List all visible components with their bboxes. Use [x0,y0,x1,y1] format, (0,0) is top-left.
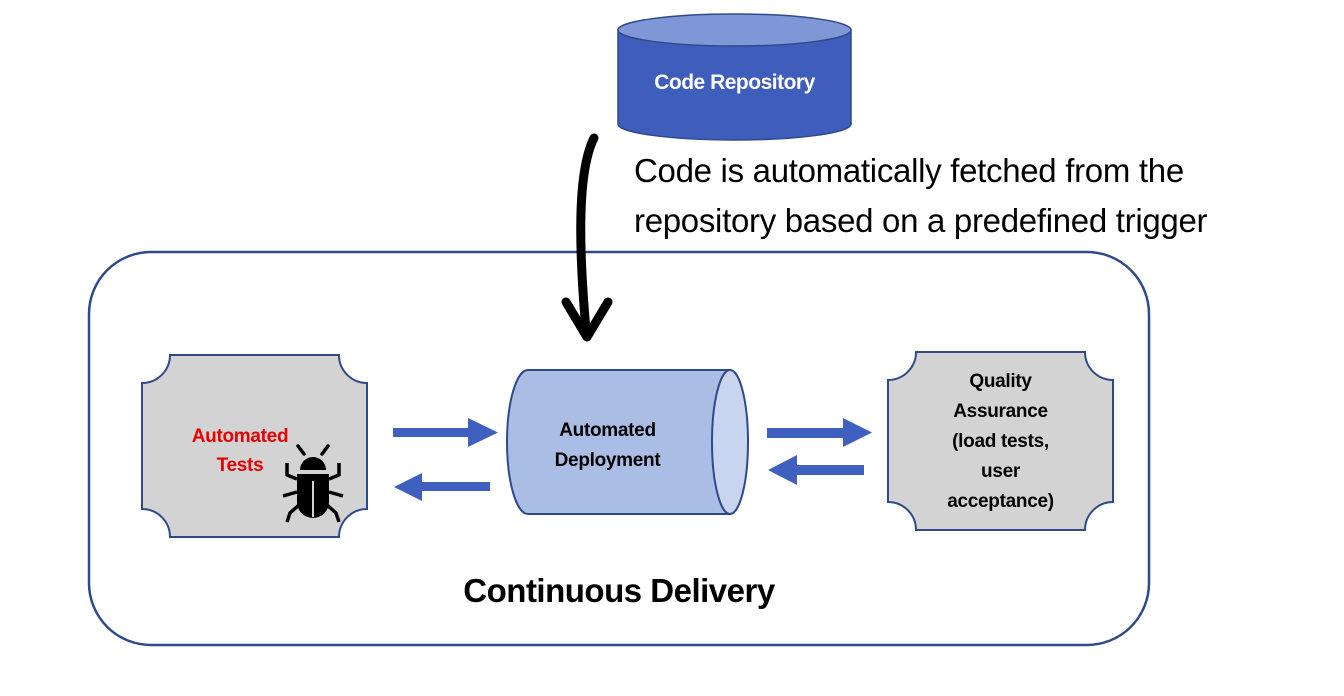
database-icon [617,29,852,141]
arrow-deployment-to-qa [767,418,872,447]
qa-label-line: Quality [969,371,1032,392]
tests-label-line: Automated [191,426,289,447]
deployment-end-cap [711,369,749,515]
bug-icon [282,444,344,523]
qa-label-line: user [981,461,1020,482]
deploy-label-line: Deployment [554,450,661,471]
automated-deployment-label: Automated Deployment [520,416,695,476]
arrow-deployment-to-tests [394,473,490,501]
qa-label-line: acceptance) [947,491,1054,512]
tests-label-line: Tests [216,455,264,476]
qa-label-line: Assurance [953,401,1048,422]
code-repository-label: Code Repository [654,71,815,94]
automated-deployment-node [506,369,749,515]
deploy-label-line: Automated [559,420,656,441]
qa-label-line: (load tests, [952,431,1049,452]
annotation-line: Code is automatically fetched from the [634,152,1184,189]
arrow-qa-to-deployment [768,455,864,485]
arrow-tests-to-deployment [393,418,498,447]
fetch-annotation: Code is automatically fetched from the r… [634,146,1208,246]
quality-assurance-node [887,351,1114,531]
automated-tests-label: Automated Tests [180,422,300,480]
continuous-delivery-title: Continuous Delivery [463,572,775,609]
annotation-line: repository based on a predefined trigger [634,202,1208,239]
fetch-arrow [561,133,613,342]
repository-top [617,13,852,47]
quality-assurance-label: Quality Assurance (load tests, user acce… [888,367,1113,517]
code-repository-node [617,13,852,141]
